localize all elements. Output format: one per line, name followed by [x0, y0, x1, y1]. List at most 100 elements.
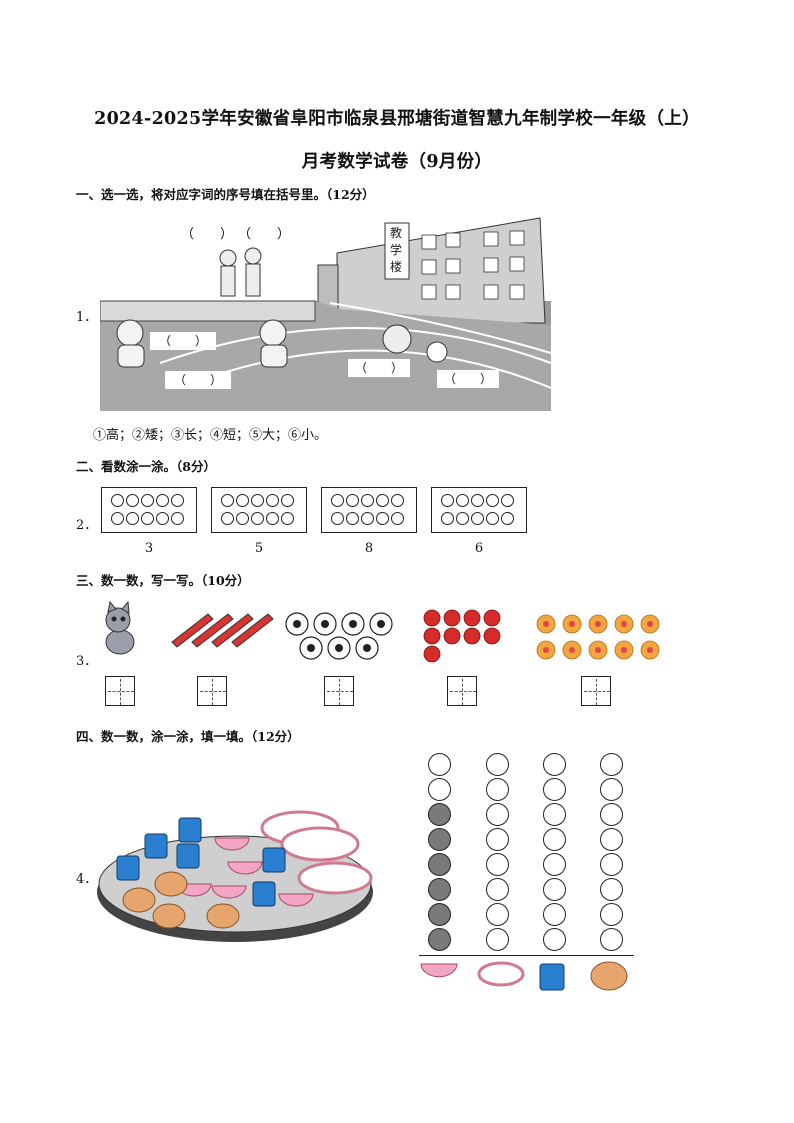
paint-dot[interactable] [376, 494, 389, 507]
paint-dot[interactable] [331, 512, 344, 525]
paint-dot[interactable] [346, 494, 359, 507]
paint-dot[interactable] [171, 512, 184, 525]
bead-circle[interactable] [428, 903, 451, 926]
paint-dot[interactable] [236, 494, 249, 507]
paint-dot[interactable] [346, 512, 359, 525]
paint-dot[interactable] [471, 494, 484, 507]
paint-dot[interactable] [281, 494, 294, 507]
table-illustration [97, 810, 373, 942]
paint-dot[interactable] [221, 512, 234, 525]
paint-dot[interactable] [266, 494, 279, 507]
paint-dot[interactable] [221, 494, 234, 507]
bead-circle[interactable] [600, 878, 623, 901]
bead-circle[interactable] [600, 828, 623, 851]
paint-dot[interactable] [391, 512, 404, 525]
blank-big-small-1[interactable]: （ ） [348, 359, 410, 377]
dot-box[interactable] [211, 487, 307, 533]
target-number: 3 [144, 541, 154, 556]
answer-box-cat[interactable] [105, 676, 135, 706]
blank-tall-short-2[interactable]: （ ） [238, 227, 291, 242]
bead-circle[interactable] [543, 753, 566, 776]
dot-box[interactable] [321, 487, 417, 533]
bead-circle[interactable] [600, 903, 623, 926]
target-number: 5 [254, 541, 264, 556]
title-line-1: 2024-2025学年安徽省阜阳市临泉县邢塘街道智慧九年制学校一年级（上） [94, 109, 700, 129]
bead-circle[interactable] [600, 853, 623, 876]
paint-dot[interactable] [486, 512, 499, 525]
bead-circle[interactable] [428, 753, 451, 776]
cup-icon [539, 963, 565, 991]
bead-circle[interactable] [428, 778, 451, 801]
bead-circle[interactable] [543, 778, 566, 801]
paint-dot[interactable] [156, 512, 169, 525]
paint-dot[interactable] [171, 494, 184, 507]
paint-dot[interactable] [251, 512, 264, 525]
answer-box-pencils[interactable] [197, 676, 227, 706]
blank-big-small-2[interactable]: （ ） [437, 370, 499, 388]
paint-dot[interactable] [126, 512, 139, 525]
bead-circle[interactable] [428, 853, 451, 876]
paint-dot[interactable] [501, 494, 514, 507]
bead-circle[interactable] [543, 828, 566, 851]
paint-dot[interactable] [141, 494, 154, 507]
bead-circle[interactable] [486, 878, 509, 901]
blank-tall-short-1[interactable]: （ ） [181, 227, 234, 242]
bead-circle[interactable] [428, 828, 451, 851]
paint-dot[interactable] [111, 512, 124, 525]
bead-circle[interactable] [600, 753, 623, 776]
question-1-number: 1． [76, 310, 98, 325]
paint-dot[interactable] [361, 512, 374, 525]
paint-dot[interactable] [236, 512, 249, 525]
blank-long-short-1[interactable]: （ ） [150, 332, 216, 350]
paint-dot[interactable] [441, 512, 454, 525]
blank-long-short-2[interactable]: （ ） [165, 371, 231, 389]
paint-dot[interactable] [391, 494, 404, 507]
bead-circle[interactable] [486, 828, 509, 851]
paint-dot[interactable] [456, 512, 469, 525]
bead-circle[interactable] [600, 928, 623, 951]
paint-dot[interactable] [266, 512, 279, 525]
paint-dot[interactable] [281, 512, 294, 525]
bead-circle[interactable] [543, 928, 566, 951]
paint-dot[interactable] [251, 494, 264, 507]
answer-box-flowers[interactable] [581, 676, 611, 706]
bead-circle[interactable] [486, 903, 509, 926]
section-3-heading: 三、数一数，写一写。（10分） [76, 573, 250, 588]
bead-circle[interactable] [486, 753, 509, 776]
answer-box-tomatoes[interactable] [447, 676, 477, 706]
paint-dot[interactable] [486, 494, 499, 507]
bead-circle[interactable] [428, 878, 451, 901]
paint-dot[interactable] [141, 512, 154, 525]
paint-dot[interactable] [331, 494, 344, 507]
bead-circle[interactable] [486, 803, 509, 826]
paint-dot[interactable] [441, 494, 454, 507]
paint-dot[interactable] [456, 494, 469, 507]
paint-dot[interactable] [156, 494, 169, 507]
bead-circle[interactable] [486, 928, 509, 951]
bead-circle[interactable] [428, 803, 451, 826]
bead-column-cup [543, 753, 569, 953]
bead-circle[interactable] [543, 878, 566, 901]
answer-box-soccer-balls[interactable] [324, 676, 354, 706]
bead-circle[interactable] [543, 853, 566, 876]
bead-circle[interactable] [486, 778, 509, 801]
paint-dot[interactable] [111, 494, 124, 507]
question-4-number: 4． [76, 872, 98, 887]
bead-circle[interactable] [600, 778, 623, 801]
answer-choices: ①高；②矮；③长；④短；⑤大；⑥小。 [93, 428, 328, 443]
question-2-number: 2． [76, 518, 98, 533]
paint-dot[interactable] [471, 512, 484, 525]
paint-dot[interactable] [126, 494, 139, 507]
bead-circle[interactable] [543, 803, 566, 826]
dot-box[interactable] [101, 487, 197, 533]
paint-dot[interactable] [376, 512, 389, 525]
paint-dot[interactable] [501, 512, 514, 525]
bead-circle[interactable] [600, 803, 623, 826]
bead-circle[interactable] [428, 928, 451, 951]
paint-dot[interactable] [361, 494, 374, 507]
tomatoes-icon [423, 609, 501, 663]
dot-box[interactable] [431, 487, 527, 533]
bead-item-icons [420, 961, 628, 991]
bead-circle[interactable] [486, 853, 509, 876]
bead-circle[interactable] [543, 903, 566, 926]
